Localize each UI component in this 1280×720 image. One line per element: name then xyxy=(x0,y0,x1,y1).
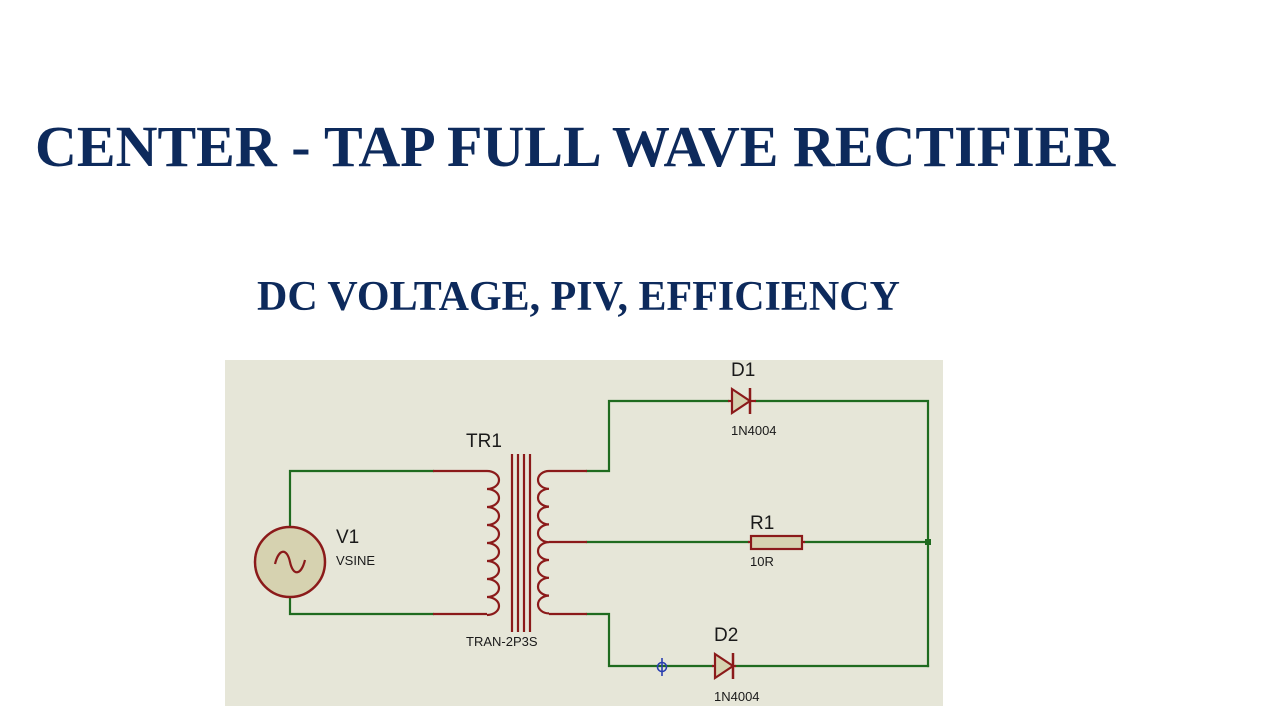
wire-secondary-top xyxy=(585,399,730,473)
transformer-ref: TR1 xyxy=(466,431,502,452)
cursor-marker-icon xyxy=(656,658,668,676)
diode-d2-type: 1N4004 xyxy=(714,689,760,704)
diode-d1-ref: D1 xyxy=(731,360,755,381)
source-v1 xyxy=(253,525,327,599)
resistor-r1 xyxy=(748,534,805,551)
primary-coil xyxy=(486,469,501,617)
resistor-ref: R1 xyxy=(750,513,774,534)
secondary-coil xyxy=(536,469,550,615)
wire-source-bottom xyxy=(288,596,435,616)
transformer-type: TRAN-2P3S xyxy=(466,634,538,649)
slide-subtitle: DC VOLTAGE, PIV, EFFICIENCY xyxy=(257,274,900,320)
diode-d2 xyxy=(712,651,736,681)
diode-d1-type: 1N4004 xyxy=(731,423,777,438)
source-type: VSINE xyxy=(336,553,375,568)
junction-dot xyxy=(925,539,931,545)
sine-icon xyxy=(273,550,307,574)
wire-secondary-bottom xyxy=(585,612,714,668)
wire-d1-out xyxy=(754,399,930,668)
wire-source-top xyxy=(288,469,435,528)
source-ref: V1 xyxy=(336,527,359,548)
diode-d2-ref: D2 xyxy=(714,625,738,646)
wires xyxy=(288,399,930,668)
slide-title: CENTER - TAP FULL WAVE RECTIFIER xyxy=(35,114,1116,179)
resistor-value: 10R xyxy=(750,554,774,569)
transformer-tr1 xyxy=(433,454,587,632)
diode-d1 xyxy=(728,386,756,416)
circuit-schematic: V1 VSINE TR1 TRA xyxy=(225,360,943,706)
